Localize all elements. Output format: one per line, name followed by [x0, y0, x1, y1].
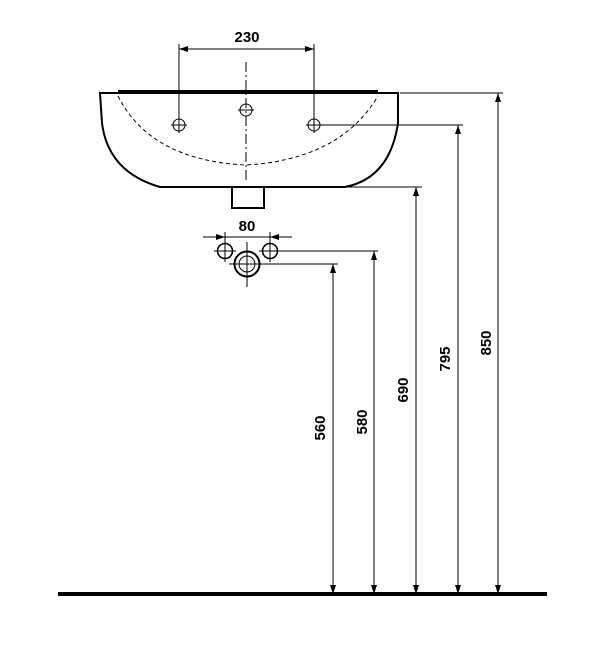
- dimension-80: [203, 232, 292, 262]
- dimension-580: [371, 251, 377, 594]
- dimension-850: [495, 93, 501, 594]
- dimension-label-560: 560: [312, 415, 329, 440]
- dimension-label-580: 580: [354, 409, 371, 434]
- drain-outlet: [231, 187, 265, 209]
- dimension-560: [330, 264, 336, 594]
- dimension-label-80: 80: [239, 218, 256, 235]
- dimension-690: [413, 187, 419, 594]
- dimension-label-230: 230: [234, 29, 259, 46]
- dimension-label-795: 795: [437, 346, 454, 371]
- dimension-230: [178, 44, 315, 125]
- dimension-label-850: 850: [478, 330, 495, 355]
- connection-points: [214, 242, 281, 287]
- extension-lines: [262, 92, 503, 265]
- dimension-795: [455, 125, 461, 594]
- dimension-label-690: 690: [395, 377, 412, 402]
